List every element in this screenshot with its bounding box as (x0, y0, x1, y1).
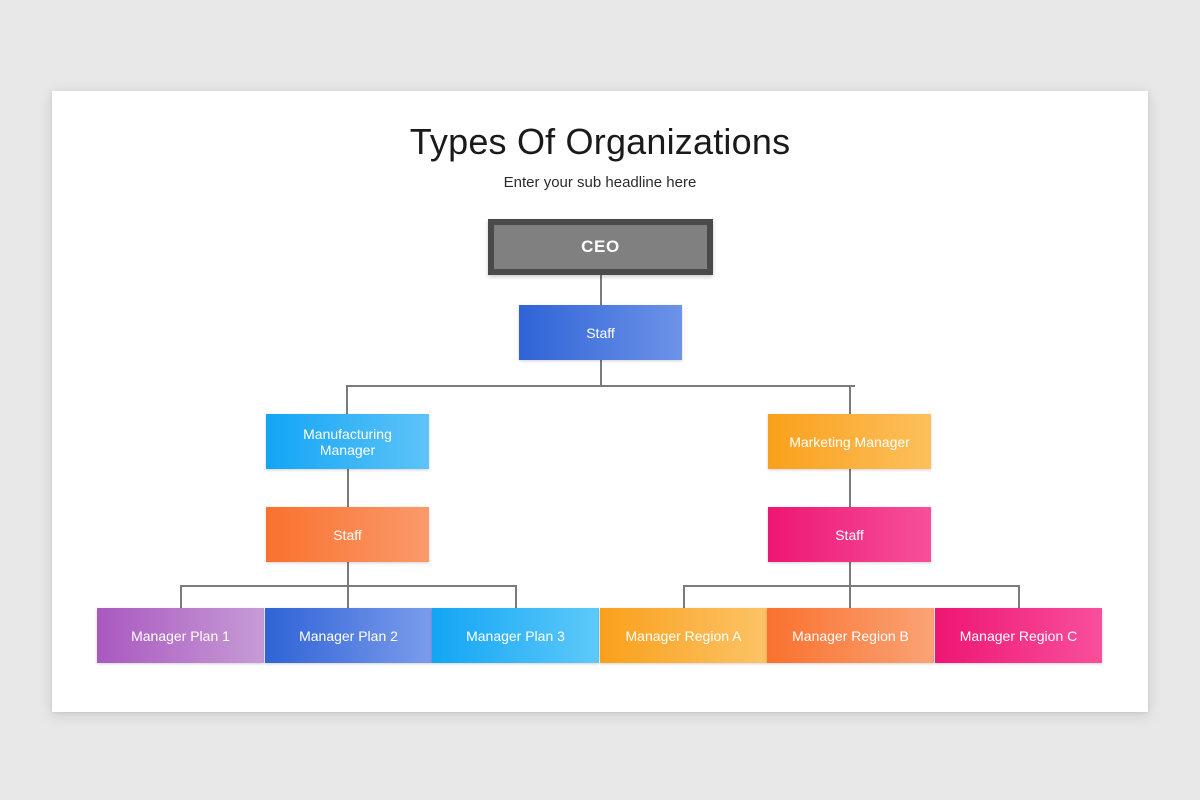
connector-manufacturing-to-staff (347, 469, 349, 507)
org-node-staff-right-label: Staff (835, 526, 864, 543)
org-node-manager-region-b-label: Manager Region B (792, 627, 909, 644)
org-node-manager-region-a-label: Manager Region A (625, 627, 742, 644)
connector-drop-manufacturing (346, 385, 348, 414)
org-node-marketing-manager[interactable]: Marketing Manager (768, 414, 931, 469)
connector-bus-regions (683, 585, 1019, 587)
org-node-staff-top[interactable]: Staff (519, 305, 682, 360)
org-node-staff-left-label: Staff (333, 526, 362, 543)
org-node-ceo-label: CEO (581, 237, 620, 256)
org-node-manager-region-a[interactable]: Manager Region A (600, 608, 767, 663)
connector-drop-plan-2 (347, 585, 349, 608)
connector-drop-plan-3 (515, 585, 517, 608)
org-node-ceo[interactable]: CEO (488, 219, 713, 275)
connector-staff-trunk (600, 360, 602, 385)
connector-drop-region-a (683, 585, 685, 608)
page-subtitle: Enter your sub headline here (503, 174, 697, 191)
connector-ceo-to-staff (600, 275, 602, 305)
org-node-manager-plan-3[interactable]: Manager Plan 3 (432, 608, 599, 663)
org-node-manager-plan-2[interactable]: Manager Plan 2 (265, 608, 432, 663)
org-node-manager-plan-3-label: Manager Plan 3 (466, 627, 565, 644)
connector-bus-level2 (346, 385, 855, 387)
org-node-marketing-manager-label: Marketing Manager (789, 433, 910, 450)
connector-staff-left-trunk (347, 562, 349, 586)
org-node-manufacturing-manager-label: Manufacturing Manager (303, 425, 392, 458)
page-title: Types Of Organizations (409, 121, 791, 162)
org-node-manager-plan-1[interactable]: Manager Plan 1 (97, 608, 264, 663)
org-node-ceo-inner: CEO (494, 225, 707, 269)
org-node-manufacturing-manager[interactable]: Manufacturing Manager (266, 414, 429, 469)
org-node-manager-region-c[interactable]: Manager Region C (935, 608, 1102, 663)
org-node-manager-region-b[interactable]: Manager Region B (767, 608, 934, 663)
connector-drop-plan-1 (180, 585, 182, 608)
org-node-manager-region-c-label: Manager Region C (959, 627, 1078, 644)
connector-drop-marketing (849, 385, 851, 414)
org-node-manager-plan-1-label: Manager Plan 1 (131, 627, 230, 644)
org-node-manager-plan-2-label: Manager Plan 2 (299, 627, 398, 644)
org-node-staff-right[interactable]: Staff (768, 507, 931, 562)
org-node-staff-left[interactable]: Staff (266, 507, 429, 562)
connector-drop-region-b (849, 585, 851, 608)
org-node-staff-top-label: Staff (586, 324, 615, 341)
connector-marketing-to-staff (849, 469, 851, 507)
connector-drop-region-c (1018, 585, 1020, 608)
connector-staff-right-trunk (849, 562, 851, 586)
